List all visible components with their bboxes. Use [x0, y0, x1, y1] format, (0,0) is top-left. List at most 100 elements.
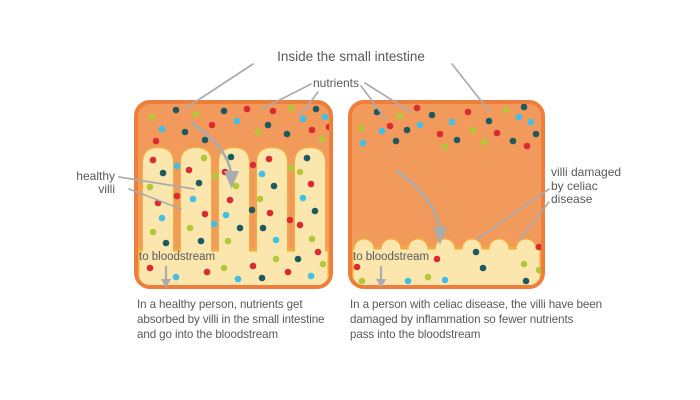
nutrient-dot	[200, 154, 208, 162]
nutrient-dot	[243, 105, 251, 113]
nutrient-dot	[203, 268, 211, 276]
nutrient-dot	[149, 228, 157, 236]
nutrient-dot	[201, 210, 209, 218]
nutrient-dot	[286, 216, 294, 224]
nutrient-dot	[509, 137, 517, 145]
nutrient-dot	[287, 164, 295, 172]
nutrient-dot	[453, 136, 461, 144]
nutrient-dot	[189, 195, 197, 203]
nutrient-dot	[172, 273, 180, 281]
nutrient-dot	[308, 235, 316, 243]
nutrient-dot	[284, 268, 292, 276]
nutrient-dot	[441, 276, 449, 284]
nutrient-dot	[232, 182, 240, 190]
nutrient-dot	[314, 248, 322, 256]
nutrient-dot	[197, 237, 205, 245]
nutrient-dot	[311, 207, 319, 215]
nutrient-dot	[186, 224, 194, 232]
nutrient-dot	[532, 130, 540, 138]
nutrient-dot	[210, 220, 218, 228]
nutrient-dot	[258, 274, 266, 282]
nutrient-dot	[195, 179, 203, 187]
nutrient-dot	[353, 263, 361, 271]
nutrient-dot	[321, 113, 329, 121]
nutrient-dot	[520, 260, 528, 268]
nutrient-dot	[424, 273, 432, 281]
nutrient-dot	[469, 126, 477, 134]
healthy-villi-label: healthy villi	[45, 170, 115, 196]
villi-damaged-label-line1: villi damaged	[551, 165, 622, 179]
nutrient-dot	[248, 206, 256, 214]
to-bloodstream-label-left: to bloodstream	[139, 251, 216, 263]
arrowhead	[433, 227, 447, 245]
nutrient-dot	[234, 275, 242, 283]
nutrient-dot	[208, 121, 216, 129]
healthy-villi-pointer-2	[128, 188, 182, 210]
nutrient-dot	[472, 248, 480, 256]
healthy-villi-pointer-1	[118, 176, 195, 190]
healthy-villi-label-line1: healthy	[76, 169, 115, 183]
villi-damaged-label: villi damaged by celiac disease	[551, 165, 641, 207]
nutrient-dot	[308, 126, 316, 134]
nutrient-dot	[158, 214, 166, 222]
nutrient-dot	[493, 129, 501, 137]
nutrient-dot	[249, 262, 257, 270]
healthy-villi-label-line2: villi	[98, 182, 115, 196]
nutrient-dot	[159, 169, 167, 177]
nutrient-dots-left	[146, 104, 329, 283]
nutrient-dots-right	[353, 104, 541, 285]
caption-healthy: In a healthy person, nutrients get absor…	[137, 297, 325, 342]
nutrient-dot	[266, 209, 274, 217]
title-pointer-left	[185, 63, 254, 109]
nutrient-dot	[283, 130, 291, 138]
nutrient-dot	[535, 266, 541, 274]
nutrient-dot	[201, 136, 209, 144]
nutrient-dot	[269, 107, 277, 115]
nutrient-dot	[148, 113, 156, 121]
caption-healthy-line1: In a healthy person, nutrients get	[137, 298, 303, 311]
nutrient-dot	[265, 155, 273, 163]
nutrient-dot	[259, 224, 267, 232]
nutrients-pointer-2	[298, 91, 319, 118]
nutrient-dot	[436, 130, 444, 138]
nutrient-dot	[152, 137, 160, 145]
nutrient-dot	[523, 142, 531, 150]
nutrient-dot	[433, 255, 441, 263]
nutrient-dot	[220, 264, 228, 272]
nutrient-dot	[227, 153, 235, 161]
nutrient-dot	[146, 183, 154, 191]
nutrient-dot	[236, 224, 244, 232]
nutrient-dot	[416, 121, 424, 129]
nutrient-dot	[172, 106, 180, 114]
nutrient-dot	[258, 170, 266, 178]
caption-healthy-line3: and go into the bloodstream	[137, 328, 279, 341]
nutrient-dot	[404, 277, 412, 285]
caption-healthy-line2: absorbed by villi in the small intestine	[137, 313, 325, 326]
nutrient-dot	[272, 255, 280, 263]
nutrient-dot	[173, 162, 181, 170]
nutrient-dot	[428, 111, 436, 119]
diagram-title: Inside the small intestine	[277, 49, 425, 64]
healthy-intestine-panel	[134, 100, 333, 289]
pointer-lines	[118, 63, 550, 241]
nutrient-dot	[480, 138, 488, 146]
nutrient-dot	[522, 277, 530, 285]
nutrient-dot	[312, 105, 320, 113]
nutrient-flow-arrow-right	[395, 169, 447, 245]
nutrients-pointer-3	[360, 85, 386, 119]
nutrient-dot	[158, 125, 166, 133]
nutrient-dot	[254, 128, 262, 136]
nutrient-dot	[299, 194, 307, 202]
nutrient-dot	[256, 195, 264, 203]
nutrient-dot	[233, 117, 241, 125]
nutrient-dot	[192, 110, 200, 118]
bloodstream-arrow-right	[376, 266, 386, 288]
nutrient-dot	[378, 127, 386, 135]
nutrient-dot	[149, 156, 157, 164]
nutrient-dot	[357, 124, 365, 132]
nutrient-dot	[319, 260, 327, 268]
celiac-intestine-panel	[348, 100, 545, 289]
nutrient-dot	[220, 107, 228, 115]
nutrient-dot	[392, 137, 400, 145]
nutrient-flow-arrow-left	[190, 121, 239, 189]
